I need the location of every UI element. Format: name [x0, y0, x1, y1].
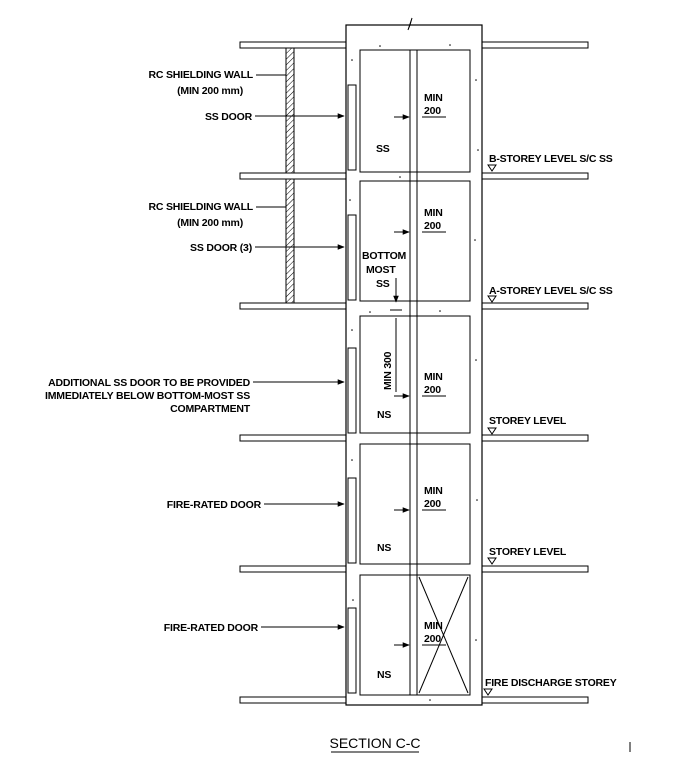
level-a-storey: A-STOREY LEVEL S/C SS: [489, 285, 613, 297]
compartment-ns-2: NS: [377, 542, 391, 554]
ss-door-3-label: SS DOOR (3): [190, 242, 252, 254]
svg-text:200: 200: [424, 220, 441, 232]
svg-text:MIN: MIN: [424, 371, 443, 383]
rc-wall-2-line1: RC SHIELDING WALL: [148, 201, 253, 213]
level-storey-1: STOREY LEVEL: [489, 415, 567, 427]
dim-3: MIN 200: [394, 371, 446, 399]
dim-4: MIN 200: [394, 485, 446, 513]
rc-shielding-wall-lower: [285, 178, 295, 304]
fire-door-1-label: FIRE-RATED DOOR: [167, 499, 262, 511]
svg-text:MIN: MIN: [424, 485, 443, 497]
rc-wall-2-line2: (MIN 200 mm): [177, 217, 243, 229]
left-labels: RC SHIELDING WALL (MIN 200 mm) SS DOOR R…: [45, 69, 345, 634]
svg-text:200: 200: [424, 384, 441, 396]
compartment-ns-1: NS: [377, 409, 391, 421]
ss-door-label: SS DOOR: [205, 111, 253, 123]
svg-text:200: 200: [424, 633, 441, 645]
dim-min-300: MIN 300: [382, 278, 402, 392]
rc-shielding-wall-upper: [285, 47, 295, 174]
svg-text:200: 200: [424, 498, 441, 510]
fire-door-2-label: FIRE-RATED DOOR: [164, 622, 259, 634]
rc-wall-1-line1: RC SHIELDING WALL: [148, 69, 253, 81]
level-markers: B-STOREY LEVEL S/C SS A-STOREY LEVEL S/C…: [483, 153, 617, 696]
section-title: SECTION C-C: [330, 735, 421, 751]
bottom-most-line2: MOST: [366, 264, 396, 276]
additional-door-line1: ADDITIONAL SS DOOR TO BE PROVIDED: [48, 377, 250, 389]
svg-text:MIN: MIN: [424, 92, 443, 104]
doors: [347, 84, 357, 694]
additional-ss-door-panel: [347, 347, 357, 434]
compartment-ns-3: NS: [377, 669, 391, 681]
ss-door-panel: [347, 84, 357, 171]
additional-door-line2: IMMEDIATELY BELOW BOTTOM-MOST SS: [45, 390, 250, 402]
bottom-most-line3: SS: [376, 278, 390, 290]
dim-5: MIN 200: [394, 620, 446, 648]
svg-text:MIN: MIN: [424, 620, 443, 632]
svg-text:200: 200: [424, 105, 441, 117]
additional-door-line3: COMPARTMENT: [170, 403, 251, 415]
rc-wall-1-line2: (MIN 200 mm): [177, 85, 243, 97]
shaft: [345, 17, 483, 706]
level-fire-discharge: FIRE DISCHARGE STOREY: [485, 677, 617, 689]
compartment-labels: SS BOTTOM MOST SS NS NS NS: [362, 143, 407, 681]
min-300-label: MIN 300: [382, 351, 394, 390]
compartment-ss: SS: [376, 143, 390, 155]
level-b-storey: B-STOREY LEVEL S/C SS: [489, 153, 613, 165]
dim-1: MIN 200: [394, 92, 446, 120]
dim-2: MIN 200: [394, 207, 446, 235]
ss-door-3-panel: [347, 214, 357, 301]
svg-text:MIN: MIN: [424, 207, 443, 219]
bottom-most-line1: BOTTOM: [362, 250, 407, 262]
dimension-callouts: MIN 200 MIN 200 MIN 200 MIN 200 MIN 200: [382, 92, 446, 648]
level-storey-2: STOREY LEVEL: [489, 546, 567, 558]
fire-door-1-panel: [347, 477, 357, 564]
fire-door-2-panel: [347, 607, 357, 694]
